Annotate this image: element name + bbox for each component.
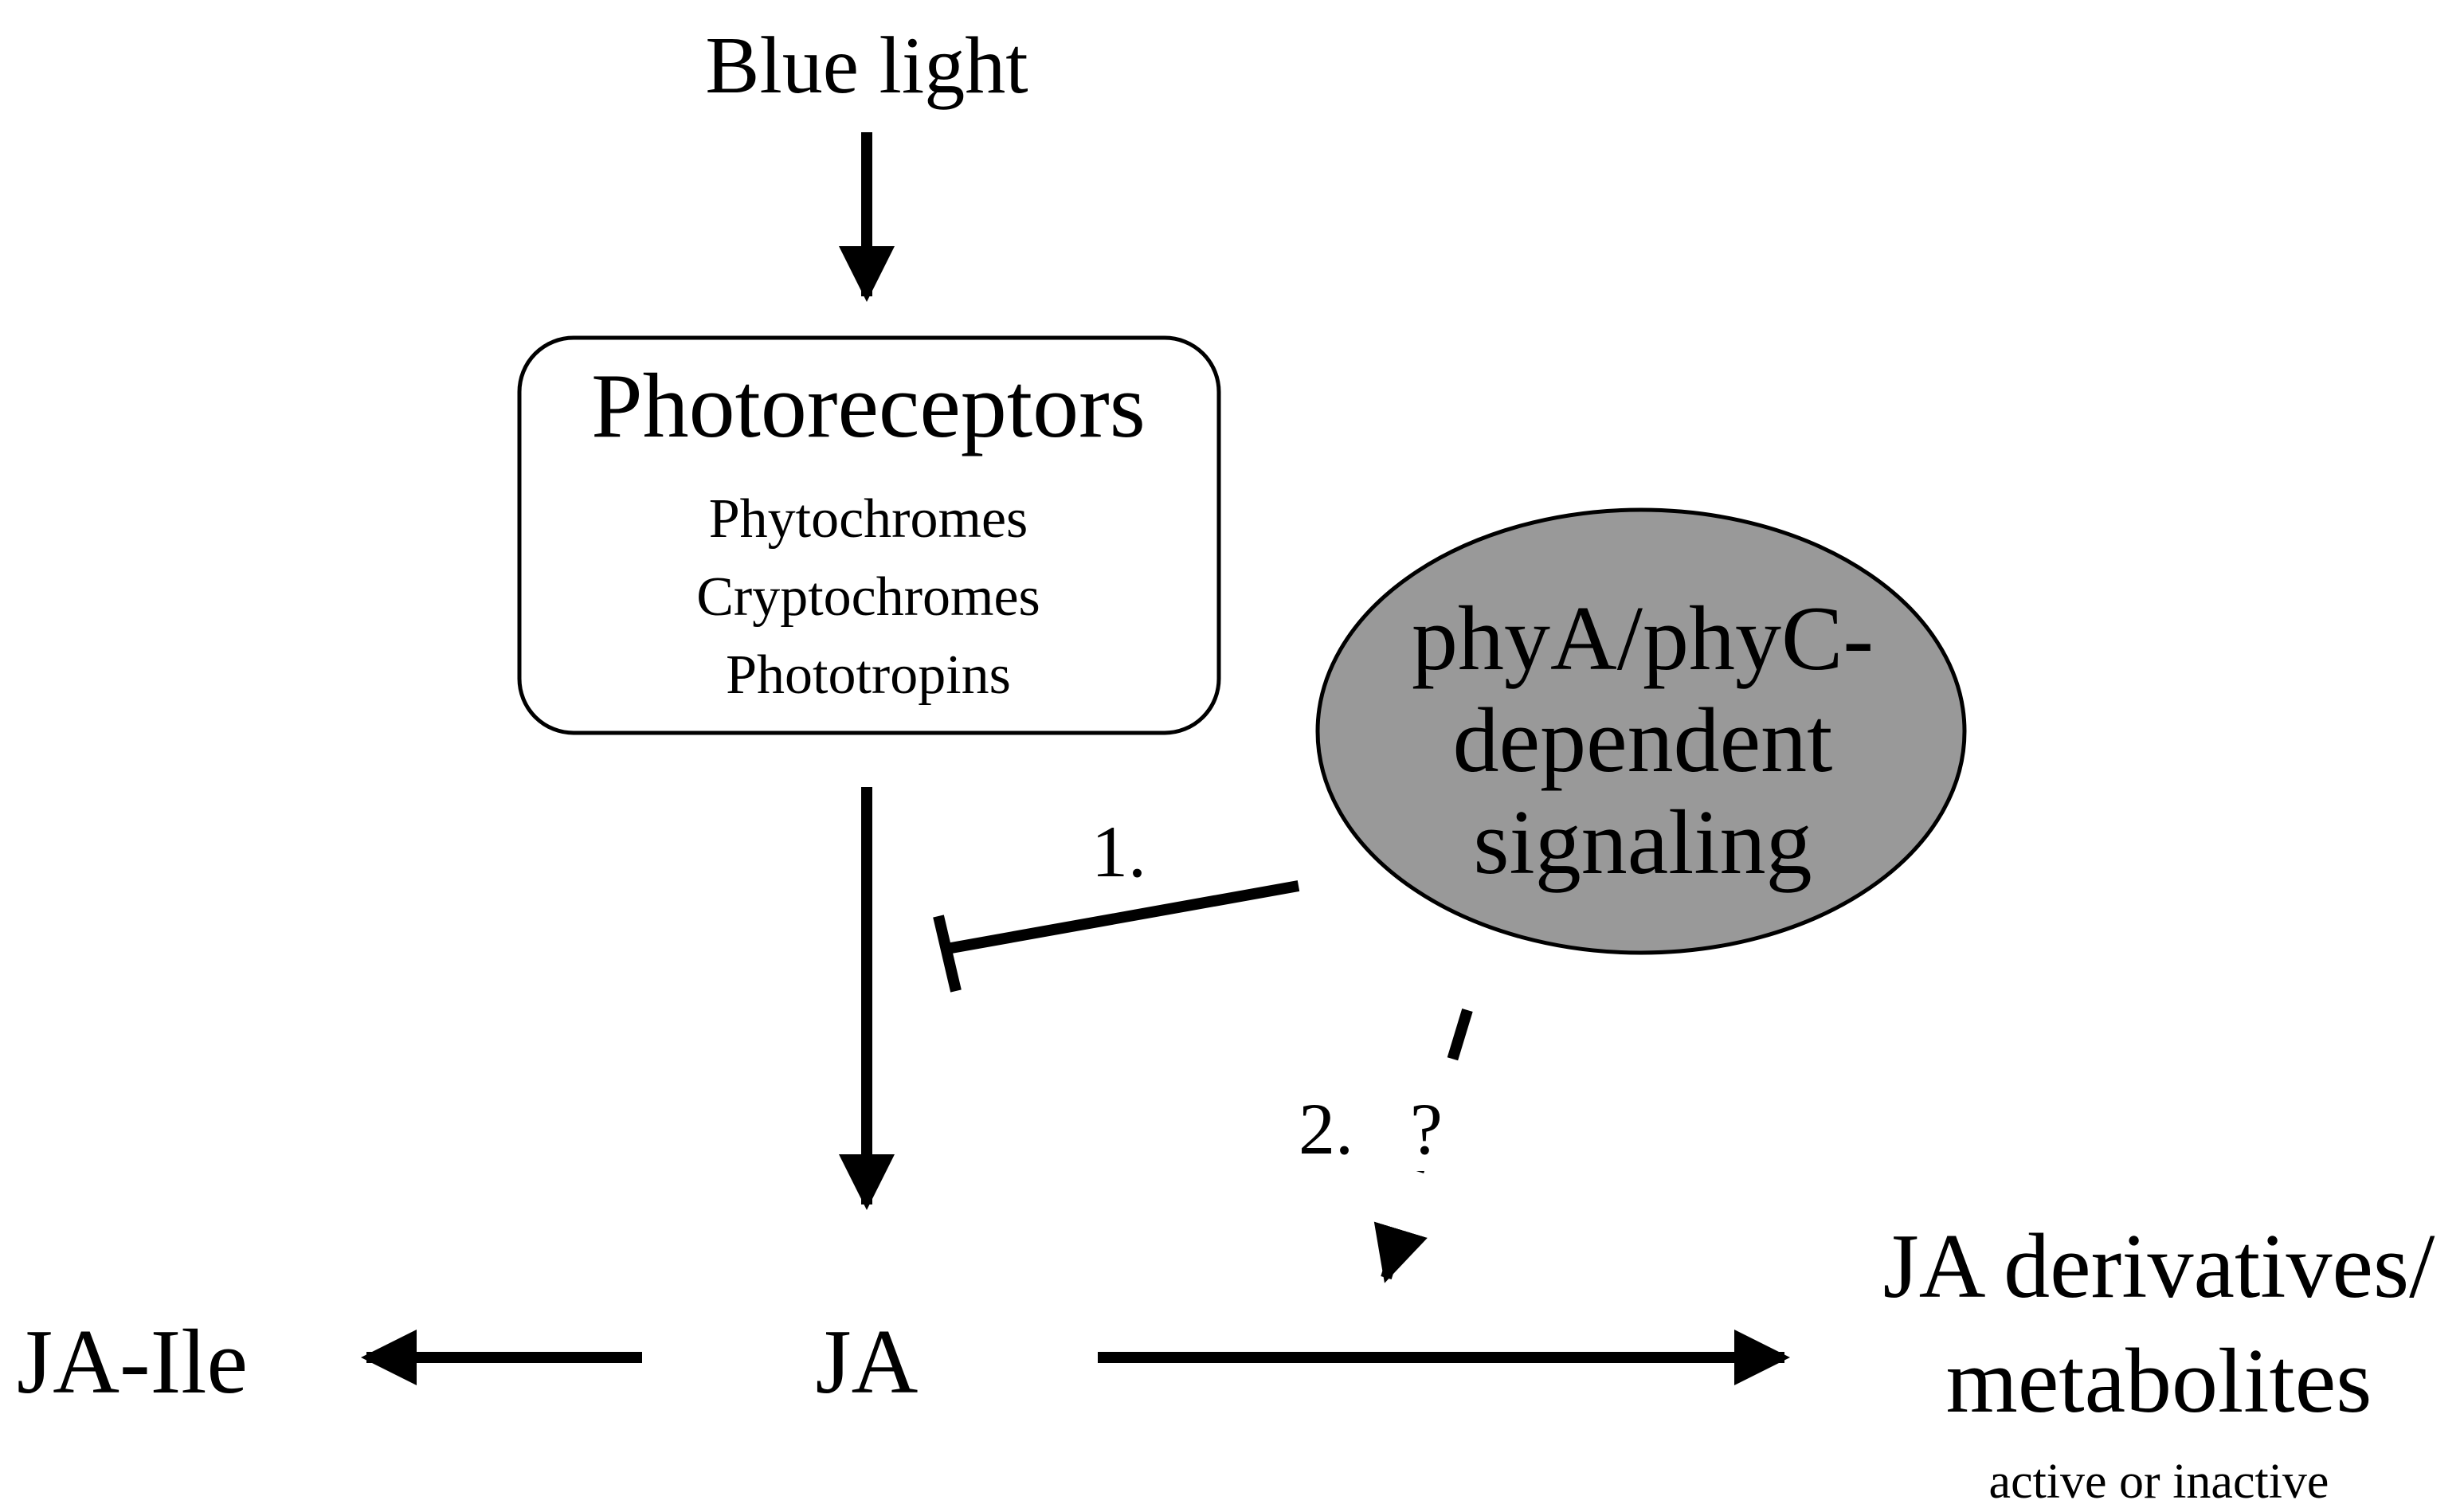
photoreceptor-cryptochromes: Cryptochromes	[696, 566, 1040, 628]
blue-light-label: Blue light	[705, 21, 1028, 111]
photoreceptors-box: Photoreceptors Phytochromes Cryptochrome…	[517, 335, 1221, 735]
photoreceptors-title: Photoreceptors	[591, 355, 1146, 457]
inhibition-edge	[933, 880, 1300, 993]
signaling-line-2: dependent	[1453, 690, 1833, 792]
signaling-line-1: phyA/phyC-	[1412, 588, 1874, 690]
ja-derivatives-line-1: JA derivatives/	[1883, 1216, 2435, 1318]
signaling-line-3: signaling	[1473, 792, 1812, 894]
inhibition-label: 1.	[1091, 811, 1146, 892]
photoreceptor-phytochromes: Phytochromes	[709, 488, 1028, 550]
ja-derivatives-line-2: metabolites	[1946, 1330, 2372, 1432]
dashed-label-question: ?	[1410, 1088, 1443, 1169]
ja-ile-label: JA-Ile	[17, 1311, 248, 1413]
dashed-label-number: 2.	[1299, 1088, 1353, 1169]
ja-label: JA	[816, 1311, 919, 1413]
dashed-label-backdrop	[1370, 1075, 1498, 1171]
signaling-ellipse: phyA/phyC- dependent signaling	[1315, 507, 1967, 955]
ja-derivatives-node: JA derivatives/ metabolites active or in…	[1883, 1216, 2435, 1508]
photoreceptor-phototropins: Phototropins	[726, 644, 1011, 706]
inhibition-bar	[933, 915, 962, 993]
ja-derivatives-note: active or inactive	[1989, 1455, 2329, 1508]
